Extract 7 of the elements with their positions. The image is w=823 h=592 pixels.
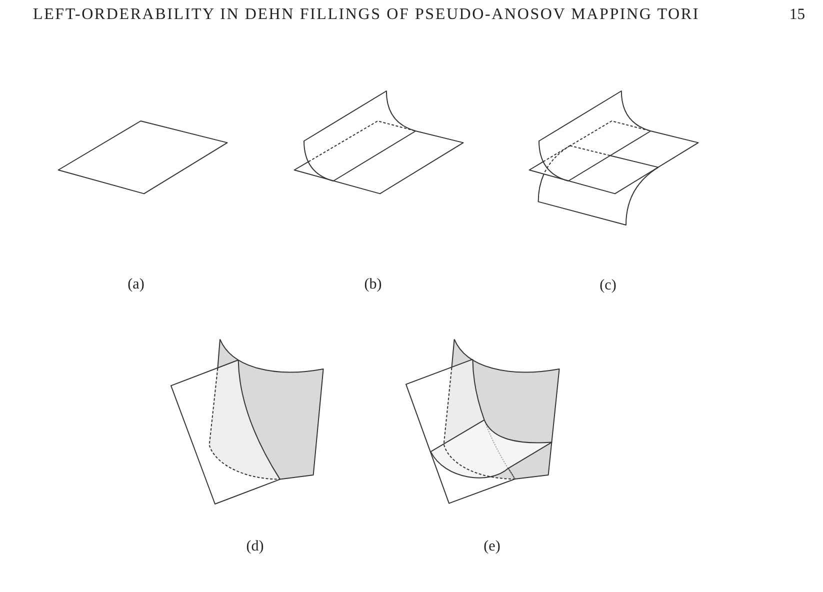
subfigure-label: (b) [364, 277, 382, 292]
subfigure-label: (a) [128, 277, 144, 292]
subfigure-label: (e) [484, 540, 500, 554]
running-head: LEFT-ORDERABILITY IN DEHN FILLINGS OF PSEUDO-ANOSOV MAPPING TORI [33, 7, 700, 23]
page-number: 15 [789, 7, 805, 23]
subfigure-label: (d) [246, 540, 264, 554]
subfigure-label: (c) [600, 278, 616, 293]
